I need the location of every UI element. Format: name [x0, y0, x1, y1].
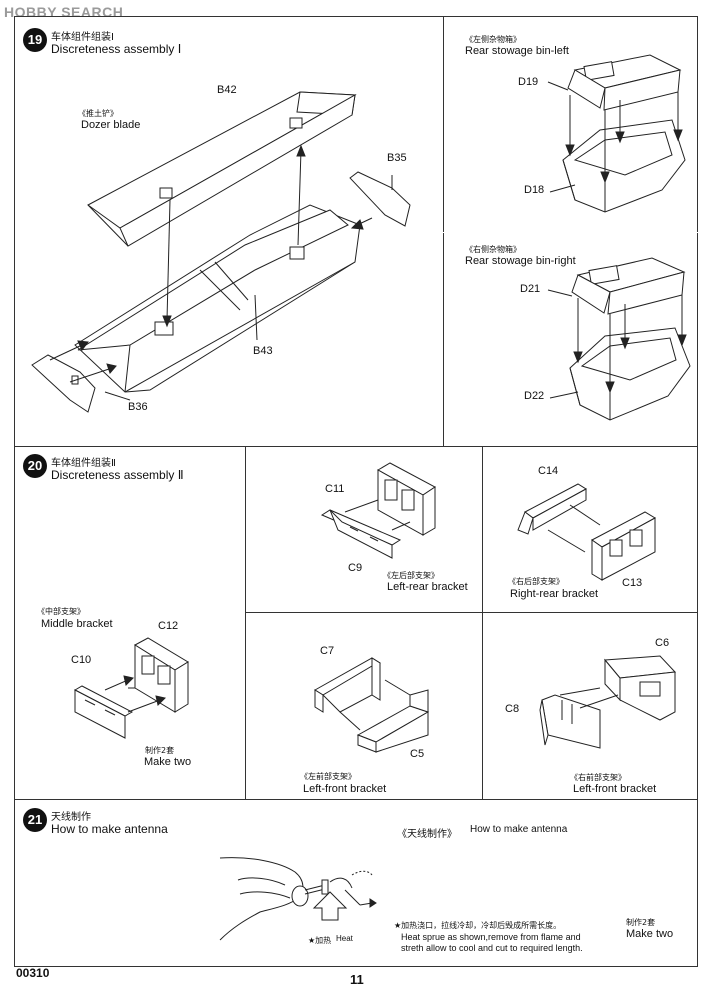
right-front-bracket-label-en: Left-front bracket [573, 783, 657, 795]
left-front-bracket-label-cn: 《左前部支架》 [300, 772, 356, 781]
antenna-note-en-1: Heat sprue as shown,remove from flame an… [401, 932, 581, 942]
dozer-blade-label-cn: 《推土铲》 [78, 109, 118, 118]
part-label-d22: D22 [524, 390, 545, 402]
part-label-c8: C8 [505, 703, 520, 715]
left-rear-bracket-label-en: Left-rear bracket [387, 581, 468, 593]
middle-bracket-label-en: Middle bracket [41, 618, 113, 630]
part-label-b43: B43 [253, 345, 273, 357]
right-front-bracket-label-cn: 《右前部支架》 [570, 773, 626, 782]
heat-label-cn: ★加热 [308, 936, 332, 945]
step-title-cn: 天线制作 [51, 812, 91, 823]
antenna-note-en-2: streth allow to cool and cut to required… [401, 943, 583, 953]
step-title-en: How to make antenna [51, 822, 168, 836]
step20-frame [14, 446, 698, 800]
make-two-label-cn: 制作2套 [145, 746, 175, 755]
rear-bin-left-label-en: Rear stowage bin-left [465, 45, 569, 57]
step20-divider-left [245, 446, 246, 800]
antenna-note-cn: ★加热浇口，拉线冷却，冷却后毁成所需长度。 [394, 921, 562, 930]
dozer-blade-label-en: Dozer blade [81, 119, 141, 131]
antenna-sub-label-cn: 《天线制作》 [397, 829, 457, 840]
rear-bin-divider [443, 232, 698, 233]
part-label-c11: C11 [325, 483, 345, 495]
part-label-b35: B35 [387, 152, 407, 164]
antenna-make-two-en: Make two [626, 928, 674, 940]
step21-frame [14, 799, 698, 967]
make-two-label-en: Make two [144, 756, 192, 768]
step-number-badge: 20 [23, 454, 47, 478]
right-rear-bracket-label-cn: 《右后部支架》 [508, 577, 564, 586]
part-label-c13: C13 [622, 577, 643, 589]
rear-bin-left-label-cn: 《左侧杂物箱》 [465, 35, 521, 44]
part-label-c5: C5 [410, 748, 425, 760]
antenna-make-two-cn: 制作2套 [626, 918, 656, 927]
left-front-bracket-label-en: Left-front bracket [303, 783, 387, 795]
step20-divider-mid [245, 612, 698, 613]
step-title-en: Discreteness assembly Ⅱ [51, 468, 184, 482]
rear-bin-right-label-cn: 《右侧杂物箱》 [465, 245, 521, 254]
part-label-c9: C9 [348, 562, 363, 574]
step-title-cn: 车体组件组装Ⅱ [51, 458, 116, 469]
footer-page-number: 11 [350, 972, 364, 987]
left-rear-bracket-label-cn: 《左后部支架》 [383, 571, 439, 580]
middle-bracket-label-cn: 《中部支架》 [37, 607, 85, 616]
antenna-sub-label-en: How to make antenna [470, 824, 568, 835]
part-label-c7: C7 [320, 645, 335, 657]
part-label-b42: B42 [217, 84, 237, 96]
part-label-c14: C14 [538, 465, 559, 477]
step-number-badge: 21 [23, 808, 47, 832]
rear-bin-right-label-en: Rear stowage bin-right [465, 255, 576, 267]
part-label-c6: C6 [655, 637, 670, 649]
footer-product-code: 00310 [16, 966, 50, 980]
part-label-b36: B36 [128, 401, 148, 413]
heat-label-en: Heat [336, 934, 353, 943]
step-title-cn: 车体组件组装Ⅰ [51, 32, 114, 43]
step19-divider [443, 16, 444, 447]
step20-divider-right [482, 446, 483, 800]
step-title-en: Discreteness assembly Ⅰ [51, 42, 182, 56]
part-label-d19: D19 [518, 76, 539, 88]
part-label-d21: D21 [520, 283, 541, 295]
right-rear-bracket-label-en: Right-rear bracket [510, 588, 599, 600]
step-number-badge: 19 [23, 28, 47, 52]
part-label-c12: C12 [158, 620, 179, 632]
part-label-d18: D18 [524, 184, 545, 196]
part-label-c10: C10 [71, 654, 92, 666]
